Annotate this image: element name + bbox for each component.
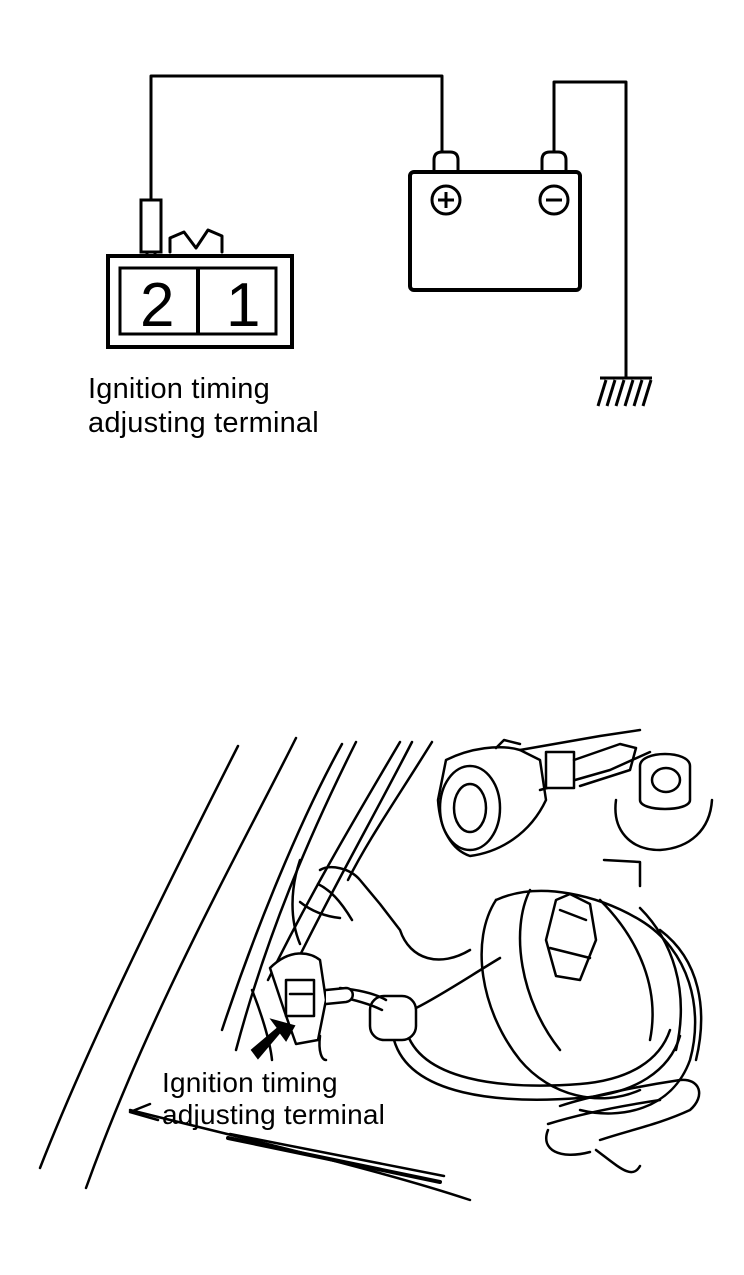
harness-connector: [291, 858, 502, 1042]
pointer-arrow-icon: [250, 1018, 296, 1060]
wiring-diagram-svg: [106, 74, 653, 407]
illustration-label-line1: Ignition timing: [162, 1067, 338, 1098]
wiring-diagram: 2 1 Ignition timing adjusting terminal: [0, 0, 744, 470]
engine-bay-illustration: Ignition timing adjusting terminal: [0, 720, 744, 1220]
terminal-2-number: 2: [140, 271, 175, 340]
wire-grommet: [368, 994, 418, 1042]
engine-bay-svg: [38, 728, 714, 1202]
diagram-label-line1: Ignition timing: [88, 373, 270, 405]
actuator-component: [436, 728, 652, 858]
harness-line-1: [266, 740, 402, 982]
jumper-wire: [149, 74, 444, 202]
timing-terminal-connector: [250, 952, 354, 1062]
large-housing: [480, 888, 703, 1115]
illustration-label: Ignition timing adjusting terminal: [162, 1067, 385, 1131]
diagram-label: Ignition timing adjusting terminal: [88, 372, 319, 440]
reservoir-cap: [602, 752, 714, 888]
hose: [392, 1028, 701, 1174]
body-line-inner: [84, 736, 298, 1190]
ground-icon: [596, 376, 653, 407]
ground-wire: [552, 80, 628, 380]
connector-latch: [168, 228, 224, 254]
illustration-label-line2: adjusting terminal: [162, 1099, 386, 1130]
body-line-outer: [38, 744, 240, 1170]
diagram-label-line2: adjusting terminal: [88, 407, 319, 439]
battery-negative-post: [540, 150, 568, 174]
terminal-1-number: 1: [226, 271, 261, 340]
jumper-probe: [139, 198, 163, 254]
battery-positive-post: [432, 150, 460, 174]
